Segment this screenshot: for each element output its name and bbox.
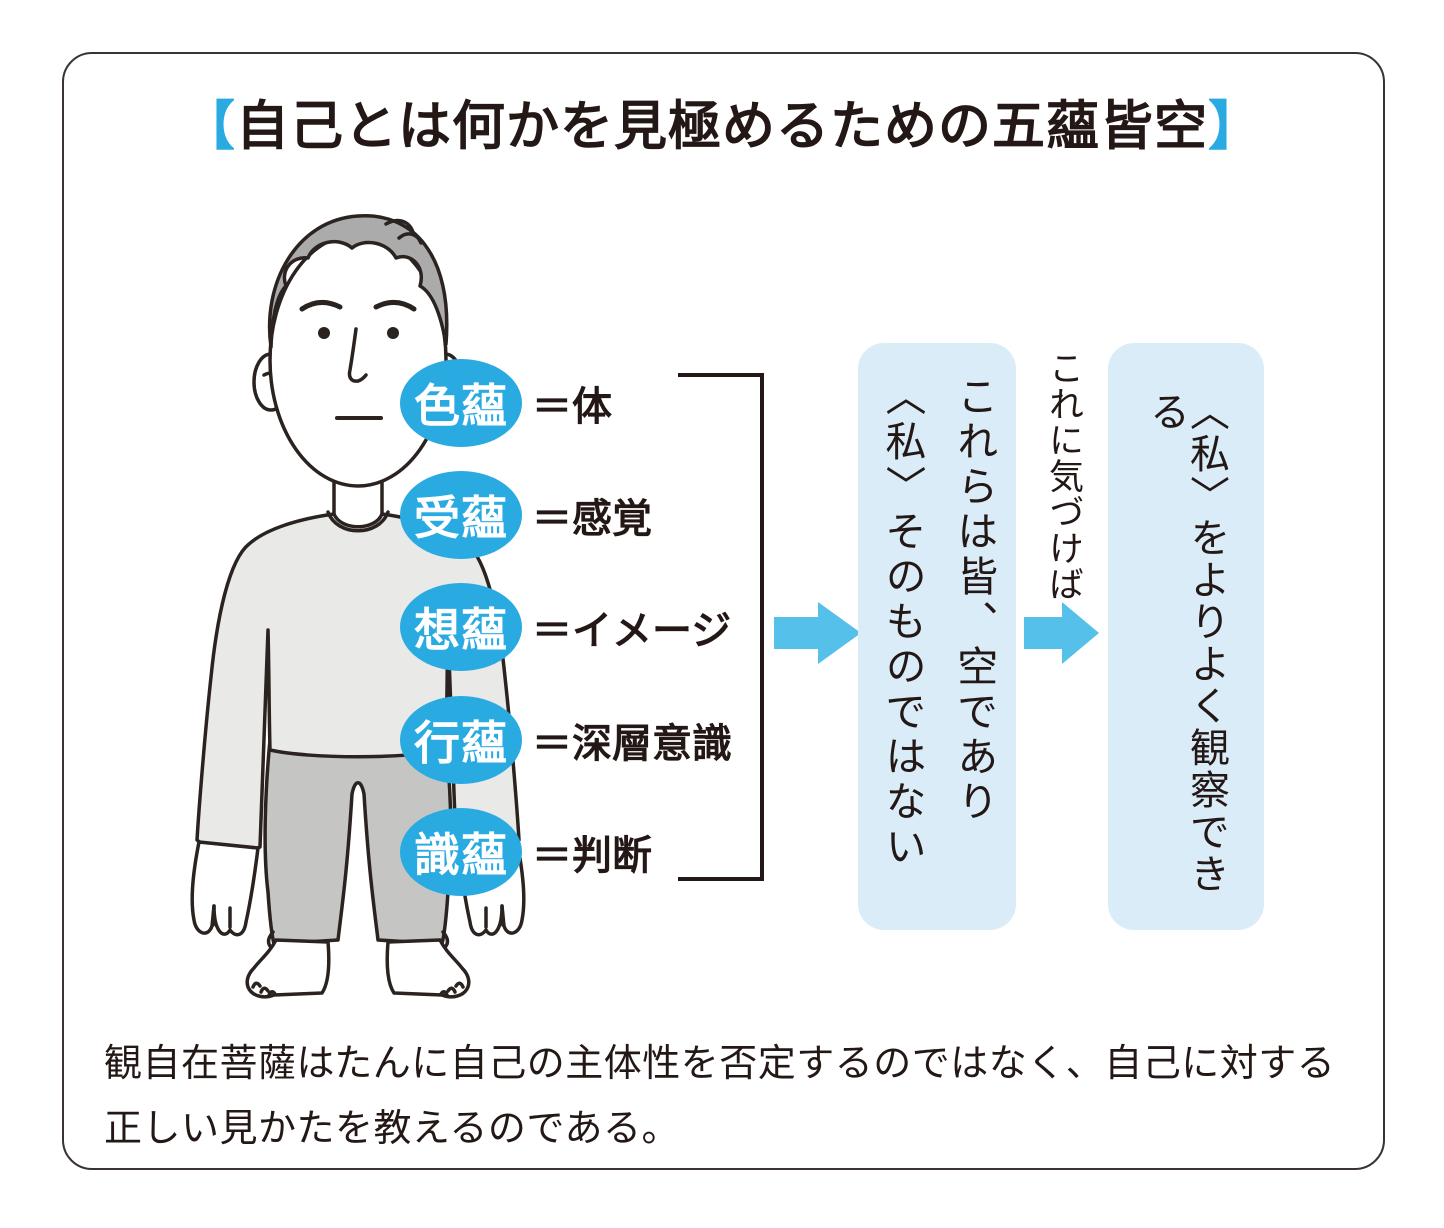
aggregate-badge-form: 色蘊	[400, 359, 522, 447]
conclusion-box-emptiness: これらは皆、空であり 〈私〉そのものではない	[858, 343, 1016, 930]
aggregate-term: 想蘊	[414, 604, 508, 656]
person-illustration	[190, 214, 526, 999]
aggregate-badge-formations: 行蘊	[400, 696, 522, 784]
aggregate-badge-consciousness: 識蘊	[400, 808, 522, 896]
aggregate-term: 受蘊	[414, 492, 508, 544]
aggregate-meaning-perception: ＝イメージ	[532, 609, 732, 653]
conclusion-box-observation: 〈私〉をよりよく観察できる	[1108, 343, 1264, 930]
title-text: 自己とは何かを見極めるための五蘊皆空	[236, 98, 1208, 156]
aggregate-meaning-formations: ＝深層意識	[532, 722, 732, 766]
aggregate-term: 識蘊	[414, 829, 508, 881]
conclusion-text: 〈私〉をよりよく観察できる	[1144, 391, 1228, 895]
conclusion-line-1: これらは皆、空であり	[950, 375, 997, 825]
diagram-border	[62, 52, 1385, 1170]
caption-text: 観自在菩薩はたんに自己の主体性を否定するのではなく、自己に対する正しい見かたを教…	[104, 1043, 1336, 1150]
title-close-bracket: 】	[1208, 98, 1262, 156]
conclusion-line-2: 〈私〉そのものではない	[879, 375, 925, 870]
aggregate-badge-perception: 想蘊	[400, 583, 522, 671]
aggregate-meaning-consciousness: ＝判断	[532, 834, 652, 878]
aggregate-meaning-form: ＝体	[532, 385, 612, 429]
aggregate-meaning-feeling: ＝感覚	[532, 497, 652, 541]
aggregate-term: 行蘊	[414, 717, 508, 769]
aggregate-term: 色蘊	[414, 380, 508, 432]
grouping-bracket	[678, 373, 764, 881]
transition-label: これに気づけば	[1044, 350, 1083, 602]
title-open-bracket: 【	[182, 98, 236, 156]
aggregate-badge-feeling: 受蘊	[400, 471, 522, 559]
page-title: 【自己とは何かを見極めるための五蘊皆空】	[0, 84, 1444, 160]
right-arrow-icon	[1024, 602, 1099, 664]
right-arrow-icon	[774, 602, 861, 664]
